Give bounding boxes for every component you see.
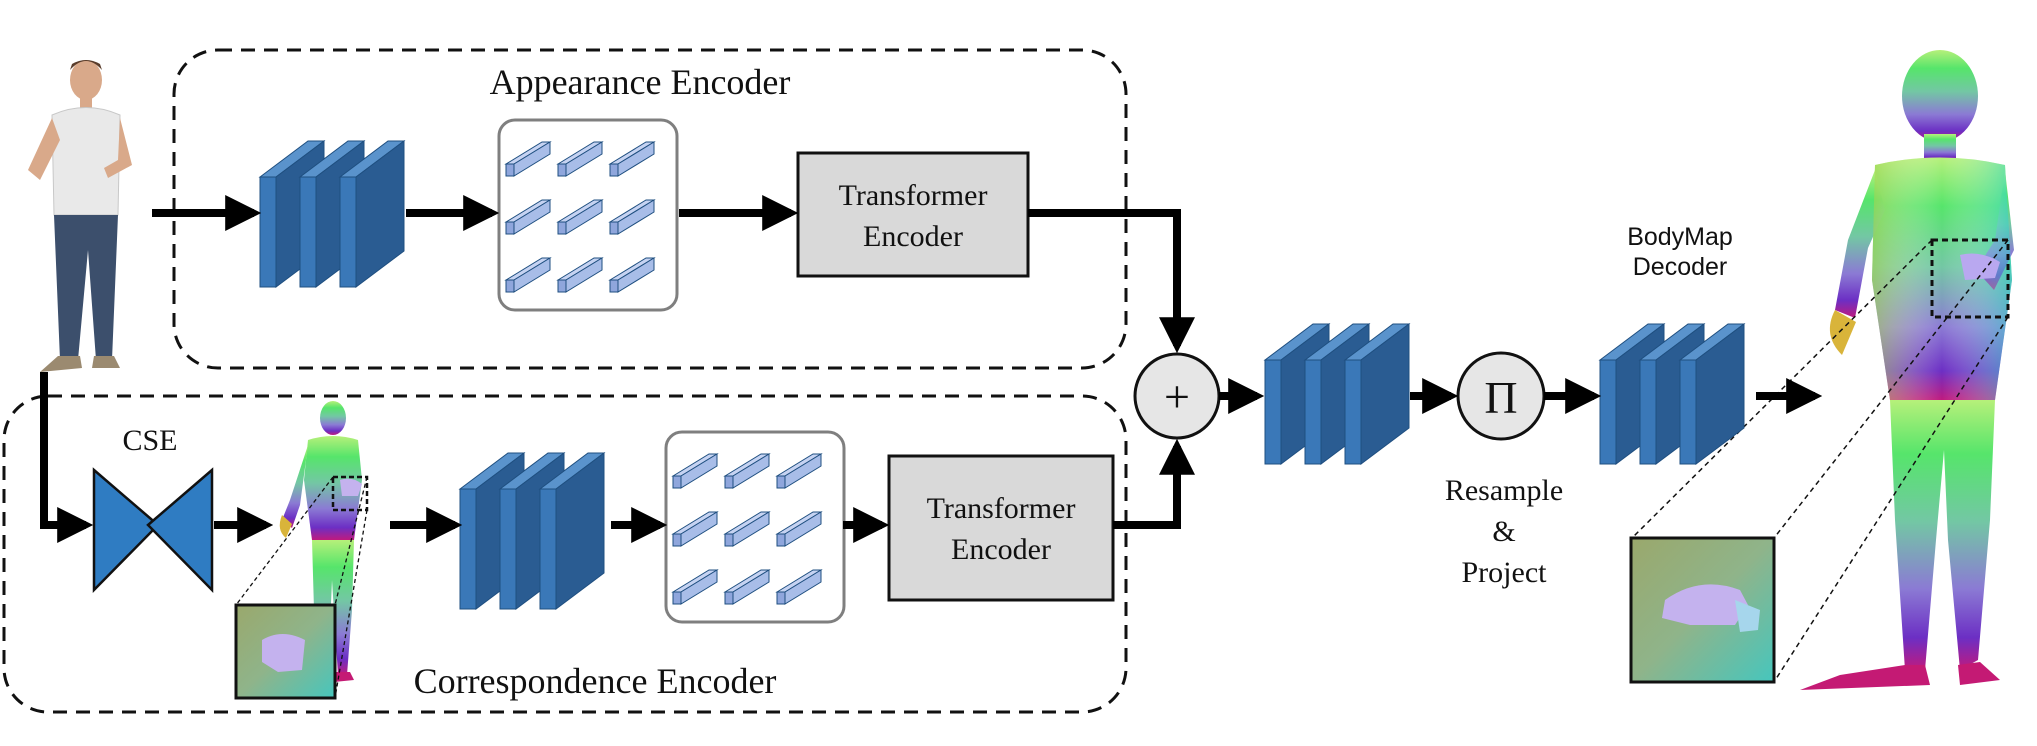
conv-block-front xyxy=(339,176,357,288)
patch-token-face xyxy=(513,257,551,293)
correspondence-encoder-title: Correspondence Encoder xyxy=(414,661,777,701)
resample-label-line1: Resample xyxy=(1445,474,1563,507)
output-zoom-inset xyxy=(1629,239,2009,684)
bodymap-decoder-label-line1: BodyMap xyxy=(1627,223,1733,251)
input-person-image xyxy=(28,60,132,372)
patch-token-end xyxy=(724,591,734,605)
patch-token-end xyxy=(672,533,682,547)
patch-token-end xyxy=(557,279,567,293)
correspondence-encoder-group xyxy=(2,394,1128,714)
patch-token-face xyxy=(617,199,655,235)
cse-zoom-inset xyxy=(234,603,337,700)
appearance-encoder-title: Appearance Encoder xyxy=(490,62,791,102)
patch-token-end xyxy=(776,591,786,605)
patch-token-end xyxy=(609,221,619,235)
patch-token-end xyxy=(505,279,515,293)
patch-token-end xyxy=(609,163,619,177)
patch-token-end xyxy=(557,221,567,235)
conv-block-front xyxy=(1344,359,1362,465)
patch-token-end xyxy=(505,163,515,177)
appearance-transformer-encoder: Transformer Encoder xyxy=(796,151,1030,278)
cse-zoom-region xyxy=(331,475,369,512)
resample-project-operator: Π xyxy=(1456,351,1546,441)
patch-token-face xyxy=(784,453,822,489)
conv-block-front xyxy=(259,176,277,288)
patch-token-end xyxy=(672,475,682,489)
patch-token-face xyxy=(565,141,603,177)
conv-block-front xyxy=(459,488,477,610)
patch-token-face xyxy=(565,257,603,293)
patch-token-end xyxy=(672,591,682,605)
patch-token-end xyxy=(724,475,734,489)
conv-block-front xyxy=(1679,359,1697,465)
patch-token-face xyxy=(680,569,718,605)
pi-symbol: Π xyxy=(1484,372,1517,423)
patch-token-face xyxy=(784,569,822,605)
patch-token-face xyxy=(784,511,822,547)
cse-output-figure xyxy=(234,401,369,700)
conv-block-front xyxy=(539,488,557,610)
cse-network-icon xyxy=(92,467,214,594)
patch-token-face xyxy=(617,141,655,177)
patch-token-face xyxy=(565,199,603,235)
conv-block-front xyxy=(1599,359,1617,465)
patch-token-end xyxy=(609,279,619,293)
appearance-patch-tokens xyxy=(497,118,679,312)
patch-token-face xyxy=(732,453,770,489)
flow-arrows xyxy=(40,195,1823,543)
correspondence-cnn-blocks xyxy=(458,452,606,610)
sum-operator: + xyxy=(1133,352,1221,440)
conv-block-front xyxy=(1304,359,1322,465)
correspondence-transformer-label-line2: Encoder xyxy=(951,533,1051,566)
patch-token-end xyxy=(724,533,734,547)
patch-token-end xyxy=(557,163,567,177)
bodymap-decoder-blocks xyxy=(1598,323,1746,465)
patch-token-face xyxy=(513,199,551,235)
correspondence-transformer-label-line1: Transformer xyxy=(927,492,1076,525)
fusion-cnn-blocks xyxy=(1263,323,1411,465)
correspondence-transformer-encoder: Transformer Encoder xyxy=(887,454,1115,602)
resample-label-line3: Project xyxy=(1462,556,1548,589)
output-zoom-region xyxy=(1930,238,2010,319)
bodymap-decoder-label-line2: Decoder xyxy=(1633,253,1728,281)
conv-block-front xyxy=(1639,359,1657,465)
conv-block-front xyxy=(299,176,317,288)
cse-label: CSE xyxy=(122,424,177,457)
patch-token-end xyxy=(776,533,786,547)
patch-token-face xyxy=(680,453,718,489)
patch-token-end xyxy=(505,221,515,235)
patch-token-face xyxy=(513,141,551,177)
conv-block-front xyxy=(1264,359,1282,465)
patch-token-face xyxy=(617,257,655,293)
patch-token-face xyxy=(732,569,770,605)
appearance-cnn-blocks xyxy=(258,140,406,288)
correspondence-patch-tokens xyxy=(664,430,846,624)
resample-label-line2: & xyxy=(1492,515,1515,548)
conv-block-front xyxy=(499,488,517,610)
patch-token-face xyxy=(680,511,718,547)
output-bodymap-figure xyxy=(1800,50,2014,690)
appearance-transformer-label-line2: Encoder xyxy=(863,220,963,253)
patch-token-face xyxy=(732,511,770,547)
plus-symbol: + xyxy=(1164,371,1190,422)
patch-token-end xyxy=(776,475,786,489)
appearance-transformer-label-line1: Transformer xyxy=(839,179,988,212)
